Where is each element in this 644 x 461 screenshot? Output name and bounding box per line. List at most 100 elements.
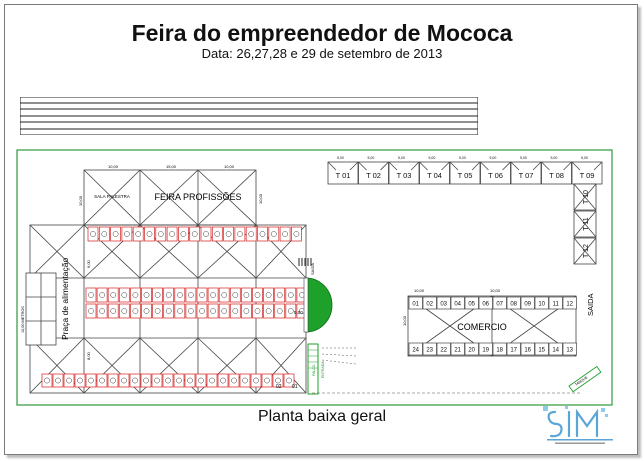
booth-02-label: 02 [276, 384, 282, 390]
booth-mid-a [141, 287, 152, 303]
tent-8 [541, 161, 572, 185]
page-title: Feira do empreendedor de Mococa [131, 20, 513, 46]
booth-lower [217, 373, 229, 388]
tent-4 [419, 161, 450, 185]
booth-01-label: 01 [292, 384, 298, 390]
booth-mid-a [174, 287, 186, 303]
stall-bottom-14 [548, 342, 563, 356]
stall-label: 23 [426, 348, 433, 354]
booth-mid-a [207, 287, 219, 303]
tent-dim: 5,00 [368, 156, 375, 160]
booth-mid-a [163, 287, 175, 303]
dim-hall-2: 8,00 [86, 351, 91, 360]
dim-commerce-left: 10,00 [414, 288, 425, 293]
saida-right-label: SAIDA [586, 293, 595, 316]
booth-lower [206, 373, 218, 388]
booth-mid-b [152, 303, 163, 319]
booth-upper-table [169, 231, 175, 237]
tent-label: T 11 [583, 217, 590, 230]
booth-mid-b-table [276, 308, 283, 314]
tent-label: T 09 [580, 171, 595, 180]
stall-label: 20 [468, 348, 475, 354]
booth-lower-table [121, 377, 127, 384]
booth-upper [291, 226, 302, 242]
header-stripes [20, 97, 478, 135]
booth-upper [189, 226, 201, 242]
tent-dim: 5,00 [581, 156, 588, 160]
booth-mid-b [218, 303, 230, 319]
booth-upper [257, 226, 268, 242]
stall-bottom-13 [562, 342, 577, 356]
stall-label: 02 [426, 302, 433, 308]
booth-lower [261, 373, 273, 388]
booth-mid-a-table [276, 292, 283, 298]
tent-label: T 02 [366, 171, 381, 180]
booth-lower [129, 373, 141, 388]
booth-upper [279, 226, 291, 242]
booth-rows [41, 226, 312, 388]
booth-mid-b-table [154, 308, 161, 314]
booth-lower [272, 373, 284, 388]
stall-bottom-20 [464, 342, 479, 356]
booth-mid-b [163, 303, 175, 319]
booth-mid-a-table [176, 292, 183, 298]
booth-upper [132, 226, 144, 242]
booth-upper-table [180, 231, 187, 237]
booth-mid-b-table [99, 308, 105, 314]
booth-mid-a-table [165, 292, 172, 298]
tent-dim: 5,00 [520, 156, 527, 160]
booth-upper [245, 226, 257, 242]
plan-caption: Planta baixa geral [257, 408, 387, 425]
floor-plan: T 015,00T 025,00T 035,00T 045,00T 055,00… [16, 149, 613, 406]
booth-mid-a-table [143, 292, 150, 298]
booth-lower [151, 373, 163, 388]
stall-label: 13 [566, 348, 573, 354]
booth-mid-a-table [243, 292, 250, 298]
booth-lower [52, 373, 64, 388]
booth-mid-a-table [188, 292, 194, 298]
booth-mid-b-table [176, 308, 183, 314]
booth-lower-table [165, 377, 171, 384]
booth-upper [223, 226, 234, 242]
booth-mid-a [263, 287, 274, 303]
booth-mid-b-table [188, 308, 194, 314]
sim-logo [543, 406, 613, 444]
tent-label: T 04 [427, 171, 442, 180]
metros-label: 10,00 METROS [21, 306, 25, 333]
tent-label: T 07 [519, 171, 534, 180]
booth-mid-a [130, 287, 141, 303]
booth-mid-a [118, 287, 130, 303]
tent-2 [358, 161, 389, 185]
booth-upper-table [259, 231, 266, 237]
stall-top-12 [562, 296, 577, 310]
stall-label: 10 [538, 302, 545, 308]
booth-upper-table [124, 231, 130, 237]
booth-lower [283, 373, 295, 388]
dim-sala: 10,00 [78, 195, 83, 206]
stall-label: 12 [566, 302, 573, 308]
stall-bottom-22 [436, 342, 451, 356]
tent-dim: 5,00 [337, 156, 344, 160]
tent-label: T 08 [549, 171, 564, 180]
stall-label: 04 [454, 302, 461, 308]
booth-lower-table [66, 377, 72, 384]
stall-label: 03 [440, 302, 447, 308]
booth-lower [140, 373, 152, 388]
booth-mid-b [96, 303, 108, 319]
dim-hall-1: 6,00 [86, 259, 91, 268]
tent-dim: 5,00 [398, 156, 405, 160]
booth-mid-a-table [99, 292, 105, 298]
booth-upper [178, 226, 189, 242]
tanque-label: TANQUE [574, 375, 589, 387]
booth-upper-table [237, 231, 243, 237]
booth-lower-table [154, 377, 160, 384]
booth-lower-table [198, 377, 204, 384]
tent-1 [327, 161, 359, 185]
stall-top-04 [450, 296, 465, 310]
stall-label: 05 [468, 302, 475, 308]
stall-top-11 [548, 296, 563, 310]
stall-label: 07 [496, 302, 503, 308]
tent-5 [449, 161, 481, 185]
booth-mid-a [229, 287, 241, 303]
booth-lower [118, 373, 130, 388]
